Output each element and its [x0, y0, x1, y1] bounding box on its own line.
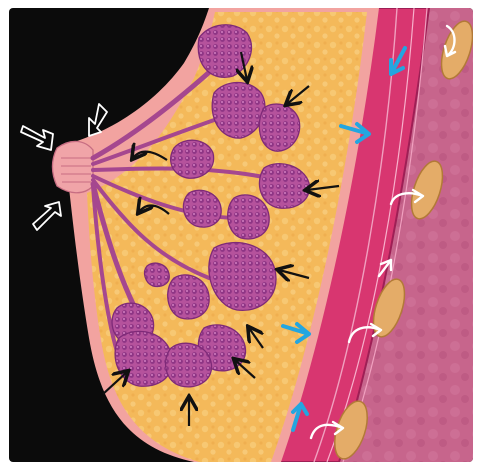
nipple [53, 141, 94, 192]
illustration-frame [9, 8, 473, 462]
arrow-icon [21, 126, 53, 150]
arrow-icon [33, 202, 61, 230]
breast-anatomy-illustration [9, 8, 473, 462]
